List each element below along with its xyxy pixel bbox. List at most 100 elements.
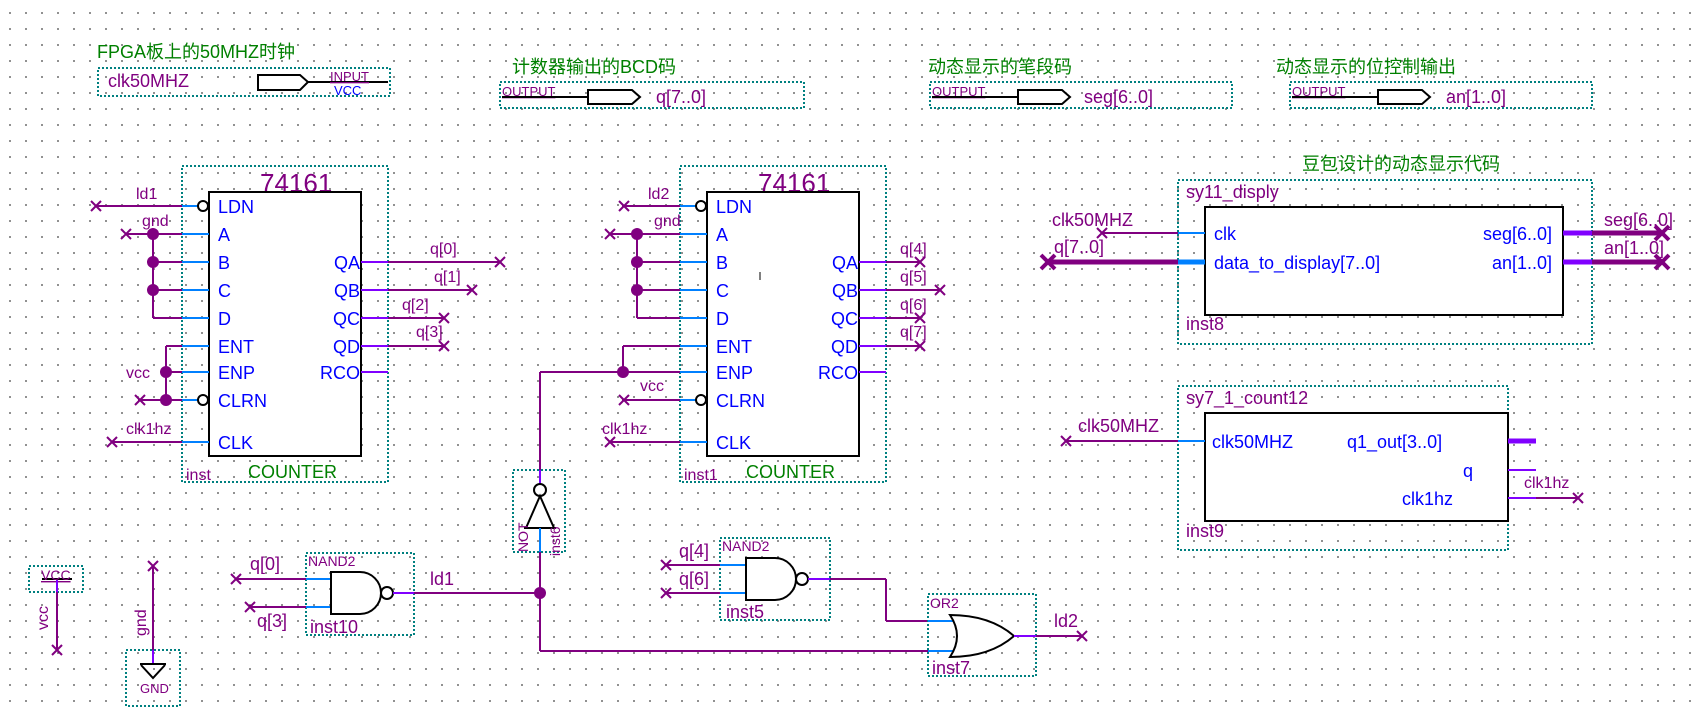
pin-label: RCO — [320, 363, 360, 383]
net-label: gnd — [142, 213, 169, 230]
annotation-display-module: 豆包设计的动态显示代码 — [1302, 154, 1500, 174]
net-label: q[7..0] — [1054, 237, 1104, 257]
inverted-input-icon — [197, 200, 209, 212]
component-type-label: COUNTER — [746, 462, 835, 482]
count-module-inst9[interactable]: sy7_1_count12 clk50MHZ q1_out[3..0] q cl… — [1177, 385, 1536, 551]
gnd-symbol[interactable]: gnd GND — [125, 560, 181, 707]
input-pin-clk50mhz[interactable]: clk50MHZ INPUT VCC — [97, 67, 391, 98]
net-label: q[1] — [434, 269, 461, 286]
output-pin-type: OUTPUT — [1292, 84, 1346, 99]
net-label: q[3] — [416, 324, 443, 341]
pin-label: LDN — [716, 197, 752, 217]
port-label: an[1..0] — [1492, 253, 1552, 273]
instance-label: inst10 — [310, 617, 358, 637]
net-label: an[1..0] — [1604, 238, 1664, 258]
pin-label: ENP — [716, 363, 753, 383]
pin-label: A — [716, 225, 728, 245]
display-module-wiring: clk50MHZ q[7..0] seg[6..0] an[1..0] — [1039, 210, 1673, 271]
output-pin-arrow-icon — [1377, 89, 1432, 105]
output-pin-type: OUTPUT — [502, 84, 556, 99]
net-label: q[3] — [257, 611, 287, 631]
net-label: q[4] — [679, 541, 709, 561]
net-label: seg[6..0] — [1604, 210, 1673, 230]
pin-label: QA — [334, 253, 360, 273]
instance-label: inst1 — [684, 467, 718, 484]
pin-label: QD — [333, 337, 360, 357]
port-label: clk — [1214, 224, 1237, 244]
pin-label: CLRN — [716, 391, 765, 411]
or-gate-inst7[interactable]: OR2 inst7 — [927, 593, 1037, 678]
port-label: q1_out[3..0] — [1347, 432, 1442, 453]
net-label: q[0] — [250, 554, 280, 574]
pin-label: QD — [831, 337, 858, 357]
inverted-input-icon — [695, 200, 707, 212]
instance-label: inst7 — [932, 658, 970, 678]
net-label: clk50MHZ — [1052, 210, 1133, 230]
count-module-wiring: clk50MHZ clk1hz — [1060, 416, 1584, 504]
pin-label: QC — [831, 309, 858, 329]
gnd-label: GND — [140, 681, 169, 696]
pin-label: QC — [333, 309, 360, 329]
output-pin-q[interactable]: OUTPUT q[7..0] — [499, 81, 805, 109]
inverted-output-icon — [380, 586, 394, 600]
pin-label: CLK — [218, 433, 253, 453]
vcc-symbol[interactable]: VCC vcc — [28, 565, 84, 656]
pin-label: C — [716, 281, 729, 301]
net-label: clk50MHZ — [1078, 416, 1159, 436]
output-pin-name: q[7..0] — [656, 87, 706, 107]
pin-label: A — [218, 225, 230, 245]
gate-type-label: NOT — [515, 522, 531, 552]
net-label: q[4] — [900, 241, 927, 258]
not-gate-inst6[interactable]: NOT inst6 — [512, 372, 566, 556]
component-type-label: COUNTER — [248, 462, 337, 482]
instance-label: inst6 — [547, 526, 563, 556]
gate-type-label: NAND2 — [308, 553, 356, 569]
output-pin-an[interactable]: OUTPUT an[1..0] — [1289, 81, 1593, 109]
port-label: clk1hz — [1402, 489, 1453, 509]
net-label: clk1hz — [602, 421, 647, 438]
display-module-inst8[interactable]: sy11_disply clk data_to_display[7..0] se… — [1177, 179, 1593, 345]
instance-label: inst9 — [1186, 521, 1224, 541]
annotation-digit-select-output: 动态显示的位控制输出 — [1276, 57, 1456, 77]
pin-label: QB — [832, 281, 858, 301]
net-label: ld2 — [1054, 611, 1078, 631]
net-label: gnd — [654, 213, 681, 230]
inverted-input-icon — [695, 394, 707, 406]
output-pin-name: seg[6..0] — [1084, 87, 1153, 107]
annotation-bcd-output: 计数器输出的BCD码 — [512, 57, 676, 77]
counter-74161-inst1[interactable]: 74161 LDN A B C D ENT ENP CLRN CLK QA QB… — [679, 165, 887, 484]
net-label: clk1hz — [126, 421, 171, 438]
ground-icon — [140, 664, 166, 680]
gate-type-label: NAND2 — [722, 538, 770, 554]
output-pin-arrow-icon — [1017, 89, 1072, 105]
port-label: seg[6..0] — [1483, 224, 1552, 244]
counter0-wiring: ld1 gnd vcc clk1hz q[0] q[1] q[2] q[3] — [90, 186, 506, 448]
pin-label: B — [218, 253, 230, 273]
or-gate-wiring: ld2 — [1036, 611, 1088, 642]
net-label: q[5] — [900, 269, 927, 286]
nand-gate-inst5[interactable]: NAND2 inst5 — [719, 537, 831, 622]
pin-label: D — [218, 309, 231, 329]
instance-label: inst8 — [1186, 314, 1224, 334]
input-pin-arrow-icon — [257, 74, 310, 91]
output-pin-seg[interactable]: OUTPUT seg[6..0] — [929, 81, 1233, 109]
annotation-segment-output: 动态显示的笔段码 — [928, 57, 1072, 77]
instance-label: inst — [186, 467, 211, 484]
pin-label: ENT — [218, 337, 254, 357]
counter-74161-inst[interactable]: 74161 LDN A B C D ENT ENP CLRN CLK QA QB… — [181, 165, 389, 484]
pin-label: CLK — [716, 433, 751, 453]
module-name: sy11_disply — [1186, 182, 1279, 203]
vcc-label: VCC — [41, 567, 71, 583]
pin-label: CLRN — [218, 391, 267, 411]
nand-gate-inst10[interactable]: NAND2 inst10 — [305, 552, 415, 637]
net-label: vcc — [35, 606, 52, 630]
inverted-input-icon — [197, 394, 209, 406]
gate-type-label: OR2 — [930, 595, 959, 611]
counter1-wiring: ld2 gnd vcc clk1hz q[4] q[5] q[6] q[7] — [540, 186, 946, 448]
net-label: ld1 — [430, 569, 454, 589]
input-pin-name: clk50MHZ — [108, 71, 189, 91]
port-label: clk50MHZ — [1212, 432, 1293, 452]
pin-label: RCO — [818, 363, 858, 383]
port-label: data_to_display[7..0] — [1214, 253, 1380, 274]
